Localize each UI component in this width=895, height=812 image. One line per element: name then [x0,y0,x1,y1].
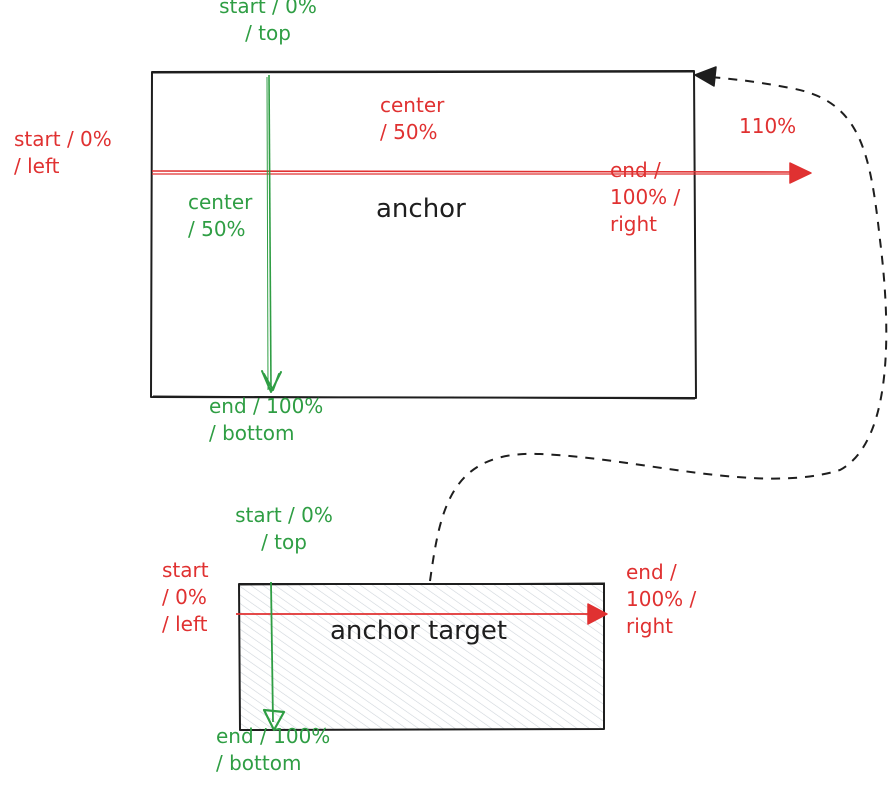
anchor-x-axis-arrow [151,162,812,184]
dashed-connector-arrow [429,66,888,582]
anchor-x-end-label: end / 100% / right [610,158,681,236]
anchor-y-start-label: start / 0% / top [219,0,317,45]
target-y-start-label: start / 0% / top [235,503,333,554]
anchor-label: anchor [376,194,466,224]
target-x-axis-arrow [236,603,608,625]
target-y-end-label: end / 100% / bottom [216,724,331,775]
anchor-target-box [237,582,606,731]
anchor-y-axis-arrow [261,74,282,393]
target-x-start-label: start / 0% / left [162,558,209,636]
anchor-y-end-label: end / 100% / bottom [209,394,324,445]
target-x-end-label: end / 100% / right [626,560,697,638]
anchor-y-center-label: center / 50% [188,190,253,241]
anchor-x-start-label: start / 0% / left [14,127,112,178]
anchor-x-center-label: center / 50% [380,93,445,144]
target-y-axis-arrow [262,581,286,732]
anchor-box [150,70,697,400]
anchor-x-overflow-label: 110% [739,114,797,138]
anchor-target-label: anchor target [330,616,508,646]
